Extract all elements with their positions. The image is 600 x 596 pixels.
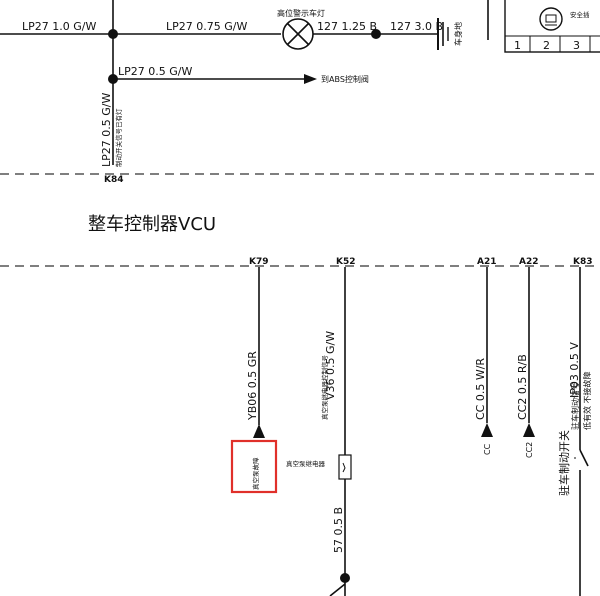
label-k83-desc2: 低有效 不接故障 [582,371,592,430]
label-k83-wire: IP03 0.5 V [568,342,581,398]
label-a22-wire: CC2 0.5 R/B [516,354,529,420]
lamp-icon [282,18,314,50]
ground-icon [437,18,449,50]
label-k52-desc: 真空泵继电器控制信号 [320,355,329,421]
switch-icon [572,420,589,596]
arrow-right-icon [304,74,317,84]
label-k52-lower: 57 0.5 B [332,507,345,553]
label-a21-desc: CC [483,443,492,455]
label-lp27-0-75: LP27 0.75 G/W [166,20,247,33]
label-127-125: 127 1.25 B [317,20,377,33]
connector-k52: K52 [336,257,356,267]
arrow-up-icon-a21 [481,423,493,437]
vcu-title: 整车控制器VCU [88,214,216,235]
box-pin-3: 3 [573,39,580,52]
splice-dot-k52 [340,573,350,583]
label-k79-desc: 真空泵故障 [251,457,260,490]
label-vertical-wire: LP27 0.5 G/W [100,93,113,167]
connector-a22: A22 [519,257,539,267]
box-pin-2: 2 [543,39,550,52]
label-abs: 到ABS控制阀 [321,74,369,84]
highlight-box [230,439,278,494]
connector-k83: K83 [573,257,593,267]
label-lp27-05: LP27 0.5 G/W [118,65,192,78]
arrow-up-icon-k79 [253,424,265,438]
label-k52-wire: V36 0.5 G/W [324,331,337,400]
fuse-icon [539,7,563,31]
relay-coil-icon [338,454,352,480]
label-k79-wire: YB06 0.5 GR [246,351,259,421]
label-a21-wire: CC 0.5 W/R [474,358,487,420]
label-vertical-desc: 制动开关信号已有灯 [114,108,123,167]
connector-k84: K84 [104,175,124,185]
label-relay: 真空泵继电器 [286,459,326,468]
box-pin-1: 1 [514,39,521,52]
arrow-up-icon-a22 [523,423,535,437]
label-k83-desc1: 驻车制动信号 [570,382,580,430]
connector-k79: K79 [249,257,269,267]
label-lp27-1-0: LP27 1.0 G/W [22,20,96,33]
wire-k52-branch [329,583,346,596]
label-a22-desc: CC2 [525,442,534,458]
label-127-30: 127 3.0 B [390,20,443,33]
label-ground: 车身地 [453,22,463,46]
label-switch: 驻车制动开关 [557,430,571,496]
label-lamp: 高位警示车灯 [277,8,325,18]
label-box: 安全插 [570,10,590,19]
connector-a21: A21 [477,257,497,267]
